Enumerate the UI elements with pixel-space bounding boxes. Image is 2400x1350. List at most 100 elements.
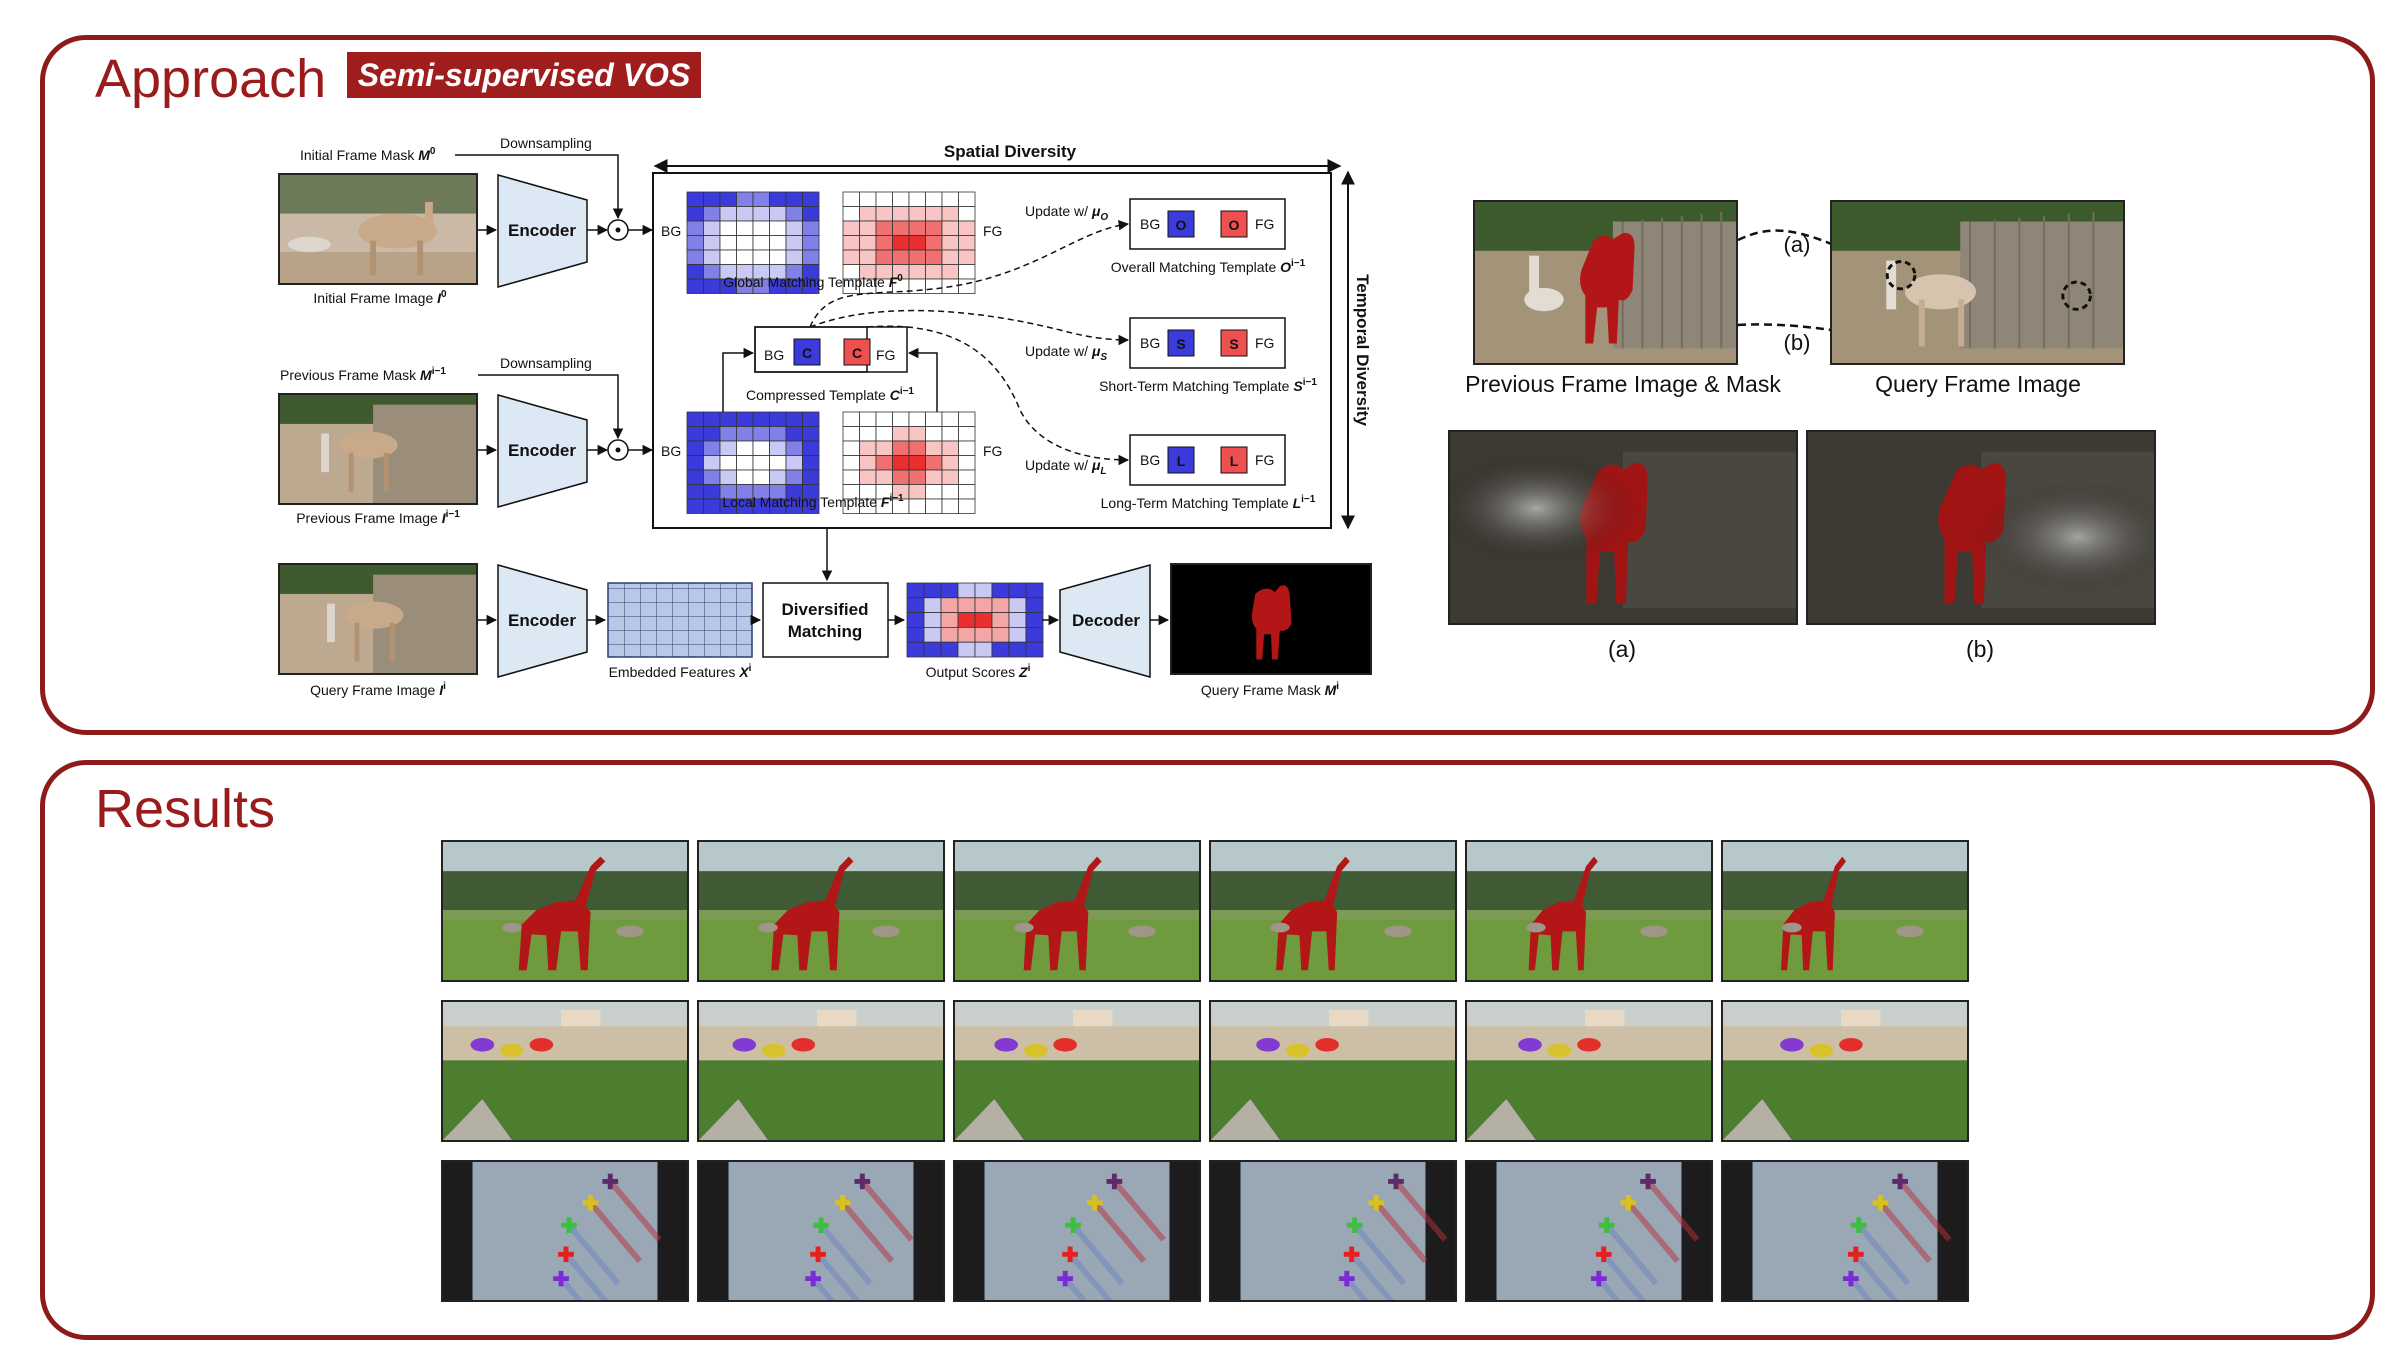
template-cell	[925, 498, 943, 514]
template-cell	[906, 627, 925, 643]
template-cell	[908, 206, 926, 222]
template-cell	[686, 278, 704, 294]
template-cell	[925, 278, 943, 294]
template-cell	[785, 411, 803, 427]
template-cell	[923, 582, 942, 599]
template-cell	[802, 249, 820, 265]
template-cell	[908, 469, 926, 485]
template-cell	[958, 455, 976, 471]
svg-text:O: O	[1176, 217, 1187, 233]
svg-text:FG: FG	[1255, 335, 1274, 351]
template-cell	[736, 191, 754, 207]
template-cell	[859, 220, 877, 236]
template-cell	[802, 411, 820, 427]
template-cell	[769, 426, 787, 442]
template-cell	[859, 235, 877, 251]
template-cell	[769, 235, 787, 251]
template-cell	[892, 455, 910, 471]
results-panel	[40, 760, 2375, 1340]
template-cell	[940, 627, 959, 643]
svg-text:BG: BG	[764, 347, 784, 363]
result-frame-planes	[953, 1160, 1201, 1302]
result-frame-planes	[697, 1160, 945, 1302]
template-cell	[875, 220, 893, 236]
initial-frame-image	[278, 173, 478, 285]
local-bg-label: BG	[661, 443, 681, 459]
template-cell	[842, 249, 860, 265]
global-fg-label: FG	[983, 223, 1002, 239]
svg-text:S: S	[1229, 336, 1238, 352]
template-cell	[769, 440, 787, 456]
template-cell	[875, 206, 893, 222]
template-cell	[719, 220, 737, 236]
template-cell	[785, 426, 803, 442]
template-cell	[941, 191, 959, 207]
template-cell	[686, 469, 704, 485]
template-cell	[958, 498, 976, 514]
svg-text:S: S	[1176, 336, 1185, 352]
template-cell	[719, 411, 737, 427]
svg-text:L: L	[1230, 453, 1239, 469]
template-cell	[736, 220, 754, 236]
illus-label-a: (a)	[1784, 232, 1811, 257]
prev-frame-caption: Previous Frame Image & Mask	[1465, 371, 1781, 397]
template-cell	[940, 641, 959, 658]
template-cell	[941, 426, 959, 442]
template-cell	[974, 582, 993, 599]
template-cell	[958, 235, 976, 251]
template-cell	[785, 206, 803, 222]
template-cell	[941, 498, 959, 514]
template-cell	[925, 206, 943, 222]
template-cell	[892, 426, 910, 442]
result-frame-planes	[1721, 1160, 1969, 1302]
template-cell	[859, 455, 877, 471]
compressed-template-caption: Compressed Template Ci−1	[746, 386, 914, 403]
template-cell	[1025, 641, 1044, 658]
template-cell	[769, 455, 787, 471]
svg-text:Encoder: Encoder	[508, 611, 576, 630]
svg-text:BG: BG	[1140, 216, 1160, 232]
template-cell	[736, 440, 754, 456]
template-cell	[686, 484, 704, 500]
result-frame-giraffe	[953, 840, 1201, 982]
query-mask-label: Query Frame Mask Mi	[1201, 681, 1339, 698]
template-cell	[703, 440, 721, 456]
bottom-label-b: (b)	[1966, 636, 1994, 662]
template-cell	[785, 455, 803, 471]
template-cell	[941, 249, 959, 265]
template-cell	[875, 249, 893, 265]
template-cell	[785, 191, 803, 207]
local-template-caption: Local Matching Template Fi−1	[722, 493, 904, 510]
template-cell	[892, 220, 910, 236]
template-cell	[719, 249, 737, 265]
template-cell	[752, 191, 770, 207]
template-cell	[958, 426, 976, 442]
template-cell	[958, 278, 976, 294]
template-cell	[1008, 582, 1027, 599]
template-cell	[769, 411, 787, 427]
template-cell	[925, 484, 943, 500]
template-cell	[925, 191, 943, 207]
template-cell	[941, 206, 959, 222]
template-cell	[941, 411, 959, 427]
template-cell	[892, 249, 910, 265]
local-template-fg-grid	[842, 411, 976, 514]
result-frame-sheep	[441, 1000, 689, 1142]
global-template-fg-grid	[842, 191, 976, 294]
template-cell	[1008, 597, 1027, 613]
template-cell	[859, 206, 877, 222]
result-frame-planes	[1465, 1160, 1713, 1302]
svg-text:Encoder: Encoder	[508, 441, 576, 460]
template-cell	[908, 264, 926, 280]
overall-template: BG O O FG	[1129, 198, 1286, 250]
template-cell	[686, 249, 704, 265]
template-cell	[752, 469, 770, 485]
template-cell	[802, 498, 820, 514]
template-cell	[958, 191, 976, 207]
template-cell	[736, 426, 754, 442]
template-cell	[908, 484, 926, 500]
template-cell	[974, 641, 993, 658]
svg-text:L: L	[1177, 453, 1186, 469]
encoder-3: Encoder	[497, 564, 588, 678]
